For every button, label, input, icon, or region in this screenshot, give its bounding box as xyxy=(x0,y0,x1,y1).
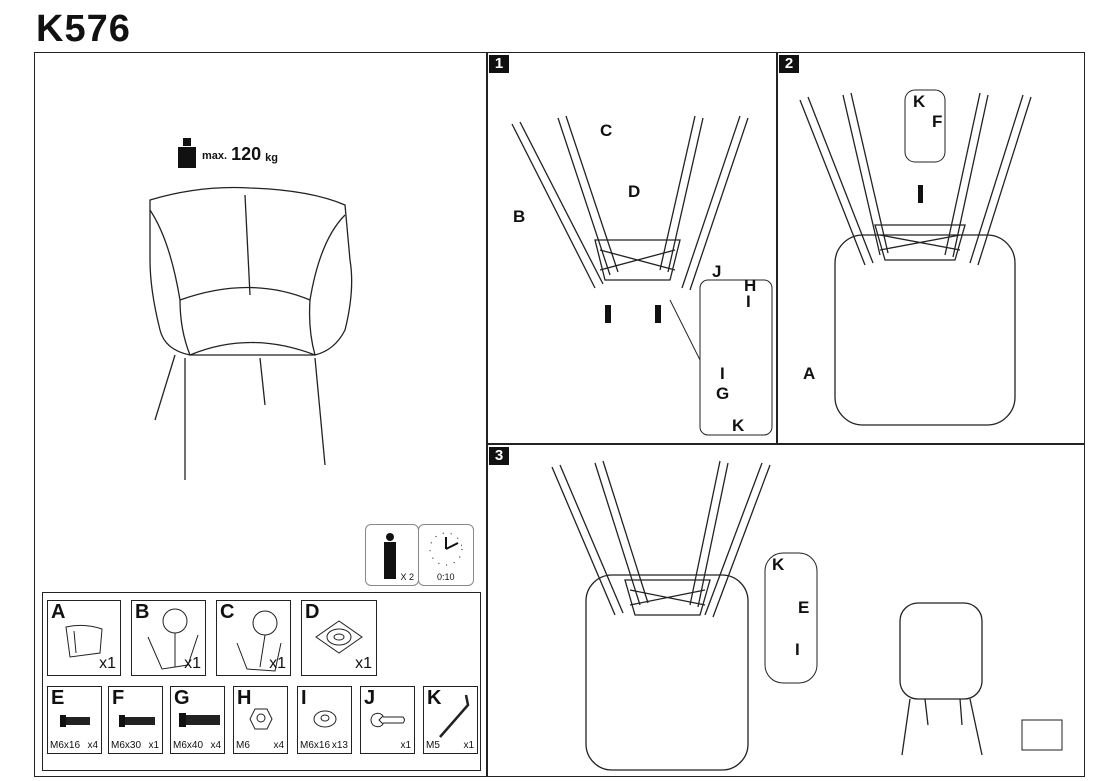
person-icon xyxy=(384,533,396,579)
part-letter: H xyxy=(237,687,252,709)
part-qty: x13 xyxy=(331,740,348,751)
part-qty: x1 xyxy=(355,655,372,672)
part-qty: x1 xyxy=(400,740,411,751)
part-spec: M6x16 xyxy=(50,740,81,751)
part-letter: E xyxy=(51,687,65,709)
bolt-icon xyxy=(60,715,90,727)
wrench-icon xyxy=(370,712,405,728)
part-a: A x1 xyxy=(47,600,121,676)
label-b: B xyxy=(513,207,526,226)
part-qty: x4 xyxy=(87,740,98,751)
model-title: K576 xyxy=(36,8,131,50)
part-e: E M6x16 x4 xyxy=(47,686,102,754)
divider-step2 xyxy=(776,52,778,444)
part-letter: K xyxy=(427,687,442,709)
chair-illustration xyxy=(149,186,353,480)
part-k: K M5 x1 xyxy=(423,686,478,754)
clock-icon xyxy=(429,532,463,566)
part-qty: x4 xyxy=(210,740,221,751)
step-3-illustration xyxy=(551,460,1063,771)
bolt-icon xyxy=(119,715,155,727)
weight-value: 120 xyxy=(231,144,262,164)
part-qty: x1 xyxy=(269,655,286,672)
part-f: F M6x30 x1 xyxy=(108,686,163,754)
weight-icon xyxy=(178,138,196,168)
part-qty: x4 xyxy=(273,740,284,751)
weight-prefix: max. xyxy=(202,150,228,162)
divider-vertical xyxy=(486,52,488,777)
part-qty: x1 xyxy=(184,655,201,672)
label-h: H xyxy=(744,276,757,295)
part-qty: x1 xyxy=(463,740,474,751)
part-d: D x1 xyxy=(301,600,377,676)
label-e: E xyxy=(798,598,810,617)
part-g: G M6x40 x4 xyxy=(170,686,225,754)
label-k: K xyxy=(913,92,926,111)
label-g: G xyxy=(716,384,730,403)
label-k: K xyxy=(772,555,785,574)
assembly-time-box: 0:10 xyxy=(418,524,474,586)
part-spec: M6x40 xyxy=(173,740,204,751)
part-i: I M6x16 x13 xyxy=(297,686,352,754)
assembly-time: 0:10 xyxy=(437,572,455,582)
part-letter: D xyxy=(305,601,320,623)
label-k: K xyxy=(732,416,745,435)
weight-limit: max. 120 kg xyxy=(176,138,278,168)
label-i: I xyxy=(720,364,725,383)
parts-list xyxy=(42,592,481,771)
label-f: F xyxy=(932,112,943,131)
part-c: C x1 xyxy=(216,600,291,676)
allen-key-icon xyxy=(439,694,470,738)
leg-frame-icon xyxy=(236,610,282,672)
label-i: I xyxy=(795,640,800,659)
part-j: J x1 xyxy=(360,686,415,754)
part-letter: F xyxy=(112,687,125,709)
label-i: I xyxy=(746,292,751,311)
part-spec: M6x30 xyxy=(111,740,142,751)
part-letter: C xyxy=(220,601,235,623)
step-2-number: 2 xyxy=(779,55,799,73)
instruction-sheet xyxy=(34,52,1085,777)
step-1-number: 1 xyxy=(489,55,509,73)
part-qty: x1 xyxy=(99,655,116,672)
people-required-box: X 2 xyxy=(365,524,419,586)
step-2-illustration xyxy=(799,89,1032,426)
label-j: J xyxy=(712,262,722,281)
chair-seat-icon xyxy=(65,624,103,658)
bolt-icon xyxy=(179,713,220,727)
swivel-plate-icon xyxy=(315,620,363,654)
part-qty: x1 xyxy=(148,740,159,751)
leg-frame-icon xyxy=(147,608,199,670)
part-letter: B xyxy=(135,601,150,623)
people-count: X 2 xyxy=(400,572,414,582)
label-d: D xyxy=(628,182,641,201)
part-b: B x1 xyxy=(131,600,206,676)
weight-unit: kg xyxy=(265,152,278,164)
label-a: A xyxy=(803,364,816,383)
part-h: H M6 x4 xyxy=(233,686,288,754)
divider-horizontal xyxy=(486,443,1085,445)
label-c: C xyxy=(600,121,613,140)
part-letter: G xyxy=(174,687,190,709)
part-letter: I xyxy=(301,687,307,709)
step-1-illustration xyxy=(511,115,773,436)
washer-icon xyxy=(313,710,337,728)
part-spec: M6 xyxy=(236,740,250,751)
step-3-number: 3 xyxy=(489,447,509,465)
part-letter: A xyxy=(51,601,66,623)
nut-icon xyxy=(249,708,273,730)
part-spec: M5 xyxy=(426,740,440,751)
part-spec: M6x16 xyxy=(300,740,331,751)
part-letter: J xyxy=(364,687,376,709)
